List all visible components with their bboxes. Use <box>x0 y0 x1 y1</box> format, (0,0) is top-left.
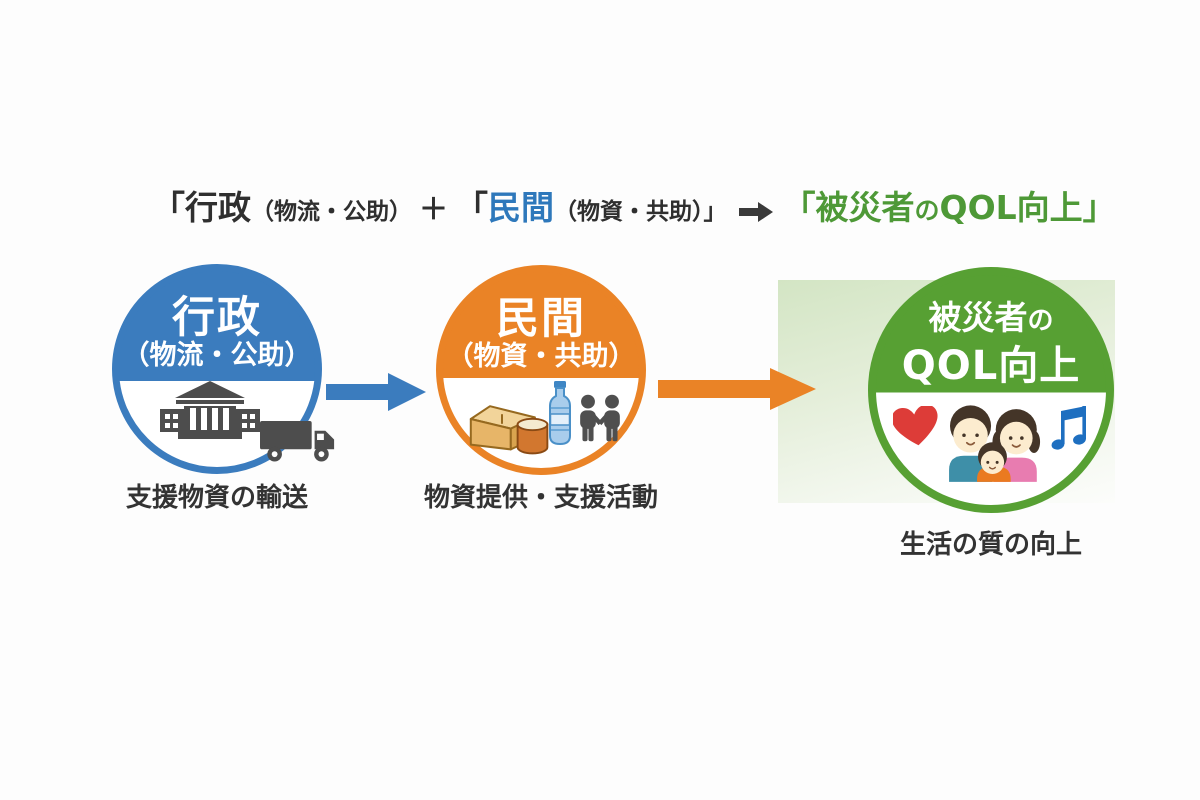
flow-arrow-blue-icon <box>326 373 426 411</box>
truck-icon <box>260 421 335 462</box>
circle-private-subtitle: （物資・共助） <box>446 341 636 372</box>
circle-government-title: 行政 <box>172 293 262 343</box>
caption-private: 物資提供・支援活動 <box>423 483 658 513</box>
circle-qol-victims: 被災者 <box>928 298 1028 337</box>
family-icon <box>949 405 1041 482</box>
title-private-sub: （物資・共助）」 <box>554 199 727 225</box>
circle-qol-title-line1: 被災者の <box>876 291 1106 339</box>
title-qol: QOL向上 <box>939 188 1083 227</box>
canned-goods-icon <box>516 417 549 455</box>
caption-qol: 生活の質の向上 <box>899 530 1082 560</box>
title-plus: ＋ <box>419 192 449 226</box>
title-government: 行政 <box>185 188 251 227</box>
two-people-icon <box>580 394 620 442</box>
government-building-icon <box>160 381 260 439</box>
title-particle: の <box>914 196 940 225</box>
title-bracket: 「 <box>782 188 816 227</box>
title-bracket: 」 <box>1082 188 1116 227</box>
title-victims: 被災者 <box>815 188 915 227</box>
title-bracket: 「 <box>455 188 489 227</box>
page-title: 「行政（物流・公助）＋「民間（物資・共助）」 「被災者のQOL向上」 <box>152 184 1116 238</box>
music-notes-icon <box>1051 406 1086 450</box>
title-bracket: 「 <box>152 188 185 227</box>
circle-government-subtitle: （物流・公助） <box>122 340 312 371</box>
circle-qol-particle: の <box>1027 306 1054 336</box>
caption-government: 支援物資の輸送 <box>125 483 308 513</box>
flow-arrow-orange-icon <box>658 368 816 410</box>
title-private: 民間 <box>488 188 555 227</box>
water-bottle-icon <box>549 381 571 446</box>
right-arrow-icon <box>738 201 773 222</box>
circle-qol-title-line2: QOL向上 <box>901 343 1081 389</box>
heart-icon <box>893 406 938 446</box>
circle-government: 行政 （物流・公助） <box>112 264 322 474</box>
circle-private-title: 民間 <box>496 294 586 344</box>
title-government-sub: （物流・公助） <box>251 199 412 225</box>
